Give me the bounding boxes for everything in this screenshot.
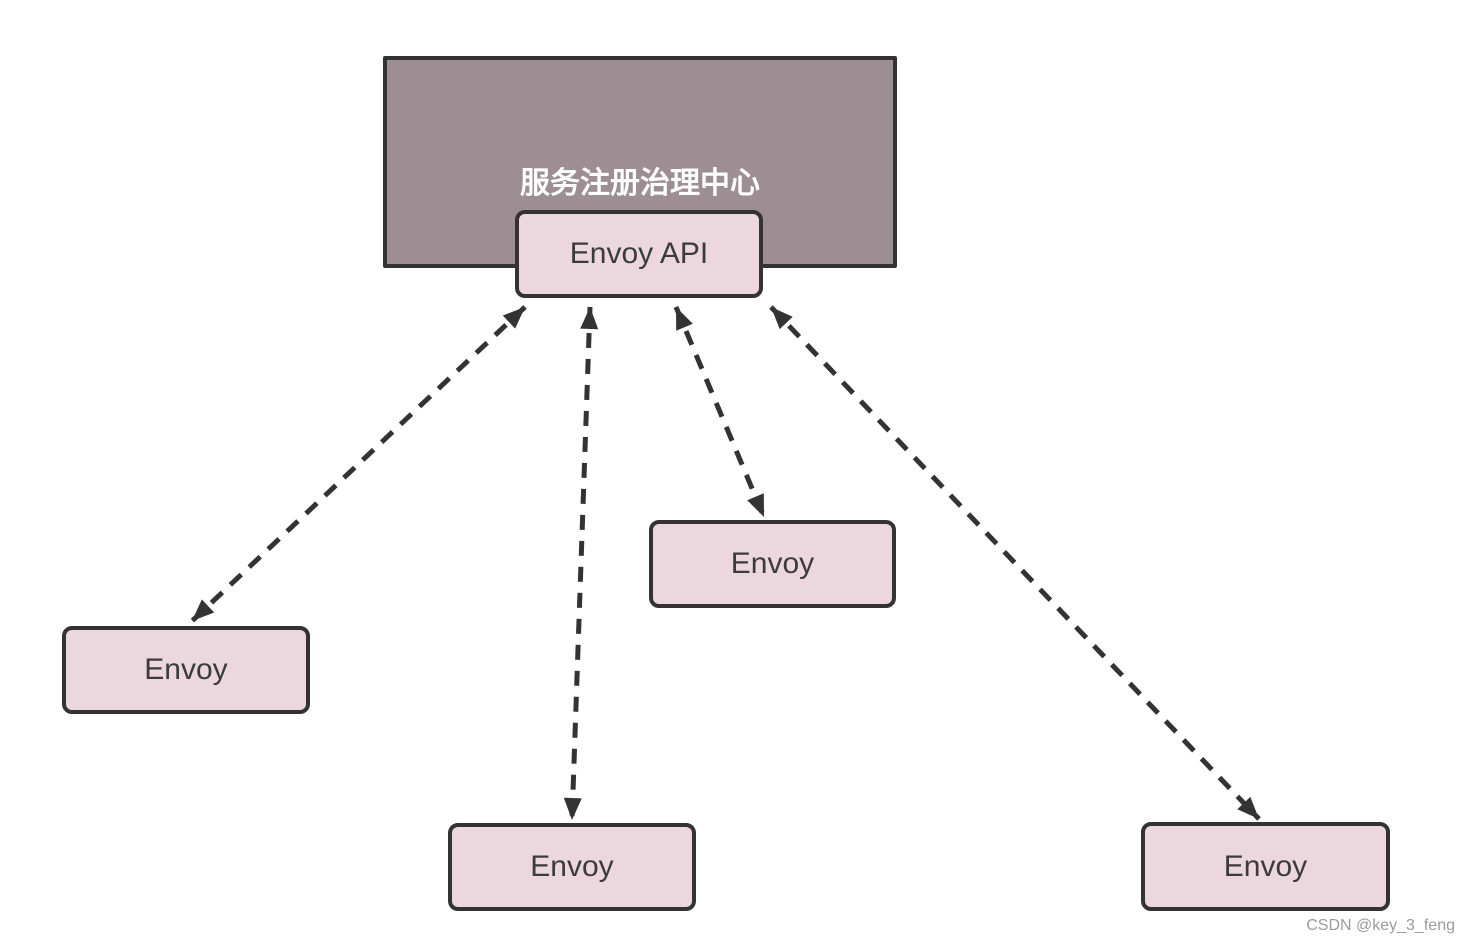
envoy-node-right: Envoy (1141, 822, 1390, 911)
arrow-api-to-envoy-right (769, 305, 1261, 821)
envoy-node-middle: Envoy (649, 520, 896, 608)
envoy-node-label: Envoy (530, 850, 614, 883)
envoy-node-label: Envoy (144, 653, 228, 686)
envoy-node-label: Envoy (1223, 849, 1308, 883)
envoy-api-box: Envoy API (515, 210, 763, 298)
registry-center-label: 服务注册治理中心 (520, 167, 760, 200)
arrow-api-to-envoy-bottom (563, 306, 599, 821)
envoy-node-left: Envoy (62, 626, 310, 714)
envoy-node-bottom: Envoy (448, 823, 696, 911)
csdn-watermark: CSDN @key_3_feng (1306, 917, 1455, 934)
envoy-api-label: Envoy API (569, 237, 709, 270)
envoy-node-label: Envoy (730, 547, 815, 580)
arrow-api-to-envoy-middle (673, 306, 767, 518)
arrow-api-to-envoy-left (190, 305, 527, 623)
